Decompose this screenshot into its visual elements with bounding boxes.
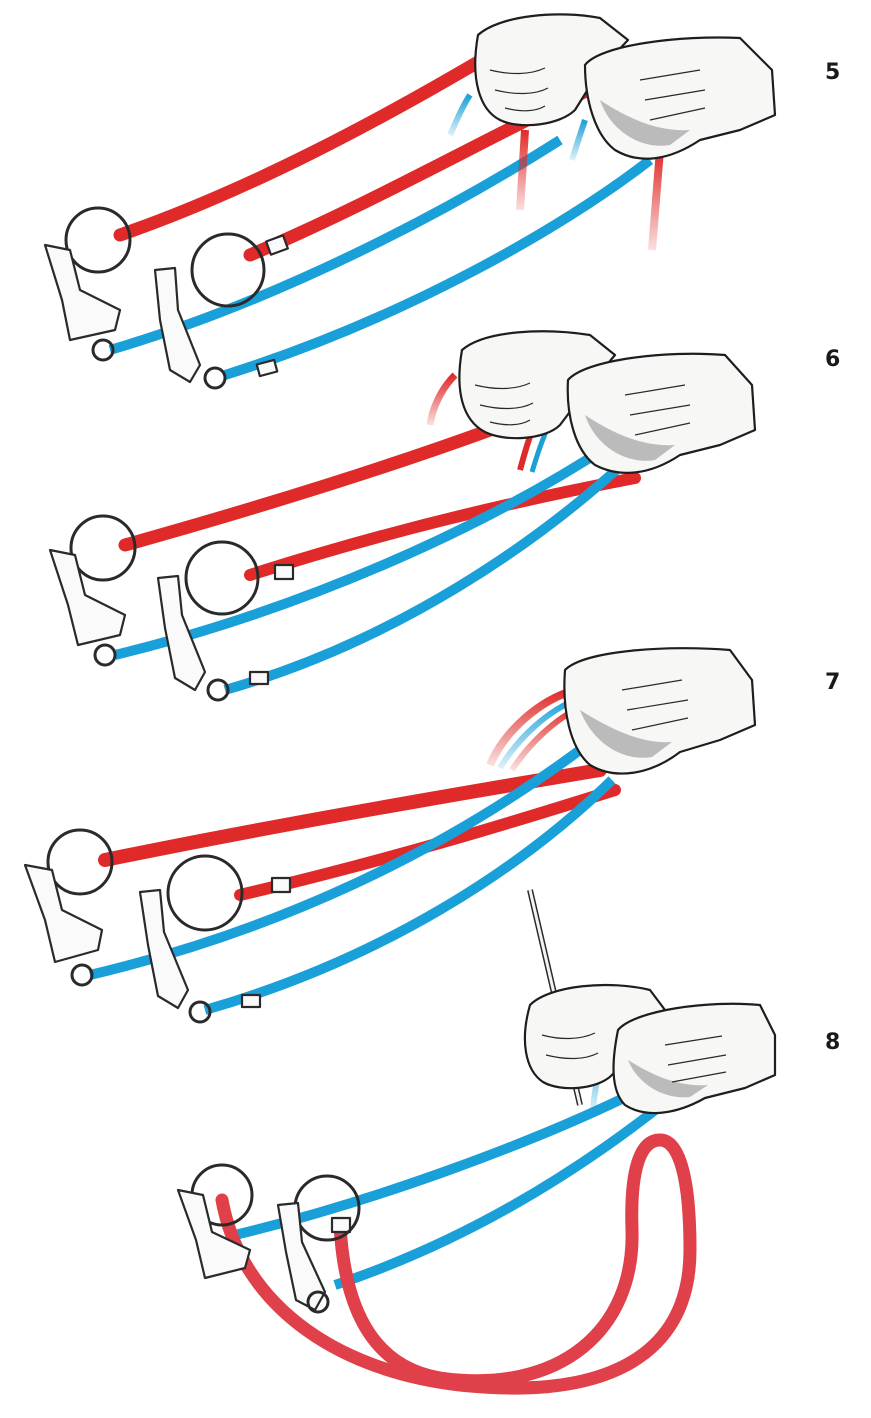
- bit-ring-icon: [205, 368, 225, 388]
- curb-bit-icon: [50, 550, 125, 645]
- panel-step-5: [45, 14, 775, 388]
- buckle: [242, 995, 260, 1007]
- rein-tail-blue-1: [450, 95, 470, 135]
- rein-tail-red-2: [652, 150, 660, 250]
- right-hand-glove-icon: [585, 37, 775, 158]
- buckle: [272, 878, 290, 892]
- bit-ring-icon: [168, 856, 242, 930]
- bit-ring-icon: [192, 234, 264, 306]
- right-hand-glove-icon: [614, 1004, 775, 1113]
- curb-bit-icon: [45, 245, 120, 340]
- bit-ring-icon: [72, 965, 92, 985]
- panel-step-7: [25, 648, 755, 1022]
- rein-tail-red: [430, 375, 455, 425]
- bit-ring-icon: [95, 645, 115, 665]
- rein-tail-blue-2: [572, 120, 585, 160]
- buckle: [266, 235, 288, 254]
- panel-step-8: [178, 890, 775, 1388]
- buckle: [275, 565, 293, 579]
- buckle: [250, 672, 268, 684]
- curb-bit-icon: [25, 865, 102, 962]
- right-hand-glove-icon: [568, 354, 755, 473]
- panel-step-6: [50, 331, 755, 700]
- buckle: [332, 1218, 350, 1232]
- rein-tail-red-1: [520, 130, 525, 210]
- right-hand-glove-icon: [564, 648, 755, 773]
